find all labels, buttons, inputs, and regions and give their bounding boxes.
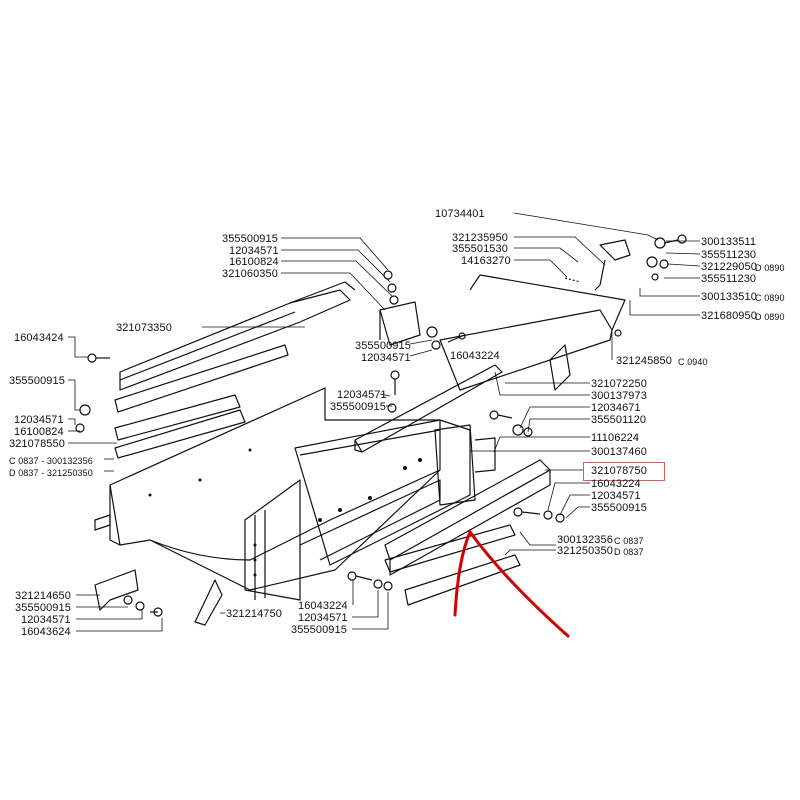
label-16100824-b: 16100824 (14, 426, 64, 438)
label-300133510: 300133510 (701, 291, 757, 303)
label-355511230-a: 355511230 (701, 249, 757, 261)
beam-321078750 (384, 459, 551, 561)
label-16043224-c: 16043224 (298, 600, 348, 612)
label-355500915-d: 355500915 (330, 401, 386, 413)
label-16043624: 16043624 (21, 626, 71, 638)
bracket-321214650 (94, 569, 139, 611)
label-12034571-b: 12034571 (14, 414, 64, 426)
label-300132356: 300132356 (557, 534, 613, 546)
label-355500915-e: 355500915 (591, 502, 647, 514)
label-12034671: 12034671 (591, 402, 641, 414)
beam-321250350 (404, 554, 521, 606)
label-300133511: 300133511 (701, 236, 757, 248)
leader-lines (68, 212, 701, 632)
label-16100824-a: 16100824 (229, 256, 279, 268)
label-300137973: 300137973 (591, 390, 647, 402)
label-12034571-g: 12034571 (298, 612, 348, 624)
panel-holes (148, 448, 422, 577)
label-355511230-b: 355511230 (701, 273, 757, 285)
label-16043424: 16043424 (14, 332, 64, 344)
label-355500915-a: 355500915 (222, 233, 278, 245)
red-arrow (453, 528, 570, 638)
rail-355500915 (114, 344, 289, 413)
label-c0890: C 0890 (755, 293, 785, 303)
label-321229050: 321229050 (701, 261, 757, 273)
label-355500915-f: 355500915 (15, 602, 71, 614)
label-16043224-a: 16043224 (450, 350, 500, 362)
label-355500915-g: 355500915 (291, 624, 347, 636)
label-c0837-b: C 0837 (614, 536, 644, 546)
label-d0890-b: D 0890 (755, 312, 785, 322)
label-16043224-b: 16043224 (591, 478, 641, 490)
label-d0837-b: D 0837 (614, 547, 644, 557)
bolts (75, 234, 687, 617)
label-d0837-a: D 0837 - 321250350 (9, 468, 93, 478)
label-355500915-b: 355500915 (9, 375, 65, 387)
label-12034571-a: 12034571 (229, 245, 279, 257)
rail-16100824 (114, 394, 241, 441)
label-c0837-a: C 0837 - 300132356 (9, 456, 93, 466)
label-321060350: 321060350 (222, 268, 278, 280)
label-321214650: 321214650 (15, 590, 71, 602)
vertical-member (244, 479, 301, 601)
label-355500915-c: 355500915 (355, 340, 411, 352)
label-d0890-a: D 0890 (755, 263, 785, 273)
rail-321073350 (119, 289, 351, 391)
label-12034571-e: 12034571 (591, 490, 641, 502)
label-321245850: 321245850 (616, 355, 672, 367)
label-c0940: C 0940 (678, 357, 708, 367)
label-355501120: 355501120 (591, 414, 647, 426)
label-321235950: 321235950 (452, 232, 508, 244)
rail-321072250 (354, 364, 503, 453)
label-321072250: 321072250 (591, 378, 647, 390)
label-12034571-f: 12034571 (21, 614, 71, 626)
label-12034571-d: 12034571 (337, 389, 387, 401)
label-10734401: 10734401 (435, 208, 485, 220)
label-321078550: 321078550 (9, 438, 65, 450)
rail-321078550 (114, 409, 246, 459)
label-321073350: 321073350 (116, 322, 172, 334)
floor-plate (294, 419, 471, 566)
label-321250350: 321250350 (557, 545, 613, 557)
highlight-box-321078750 (583, 462, 665, 481)
label-300137460: 300137460 (591, 446, 647, 458)
bracket-321214750 (194, 579, 223, 626)
label-321680950: 321680950 (701, 310, 757, 322)
label-12034571-c: 12034571 (361, 352, 411, 364)
bracket-321235950 (599, 239, 631, 261)
label-11106224: 11106224 (591, 432, 640, 444)
upper-deck (439, 309, 613, 391)
label-321214750: 321214750 (226, 608, 282, 620)
chassis-side-panel (109, 387, 441, 591)
label-14163270: 14163270 (461, 255, 511, 267)
label-355501530: 355501530 (452, 243, 508, 255)
label-321078750: 321078750 (591, 465, 647, 477)
